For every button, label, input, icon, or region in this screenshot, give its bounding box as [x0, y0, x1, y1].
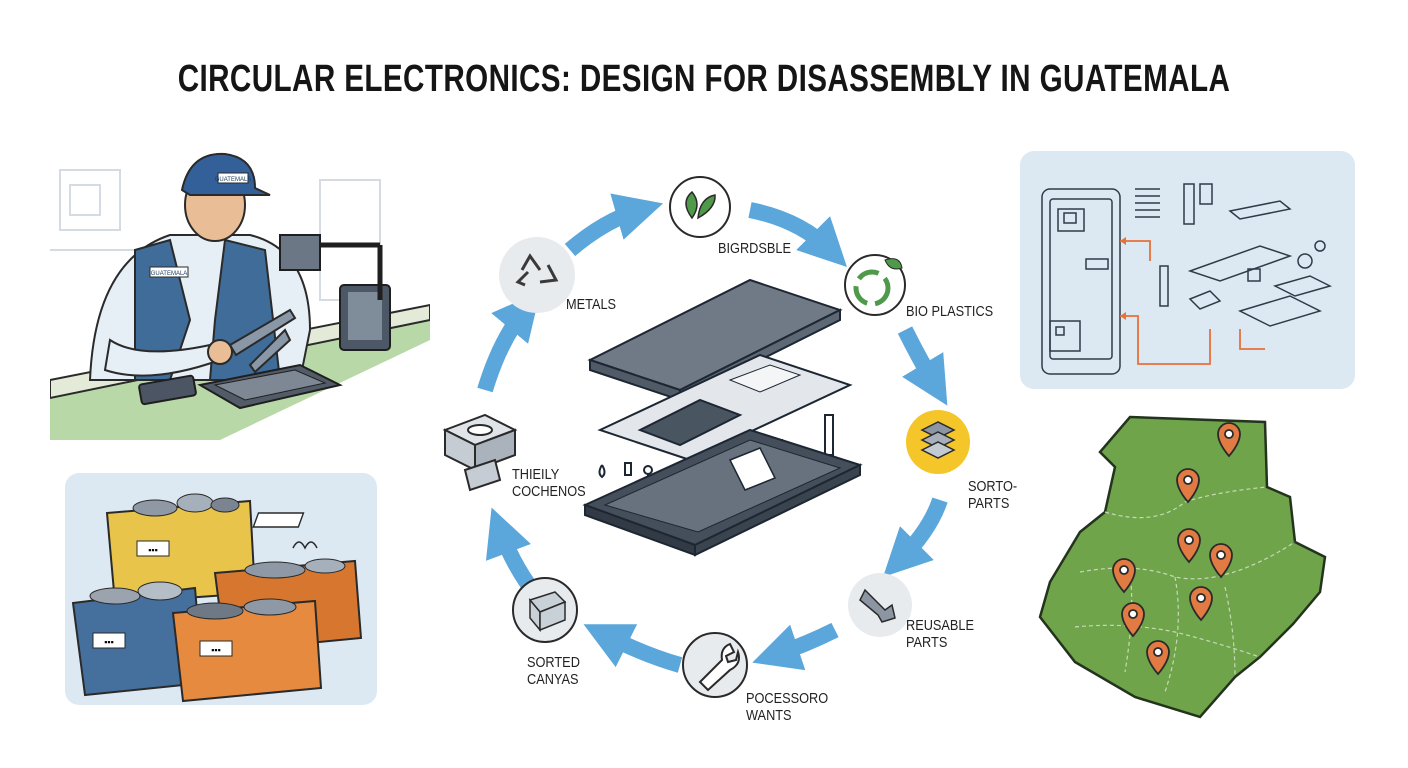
map-pin-6	[1189, 586, 1213, 622]
map-pin-3	[1177, 528, 1201, 564]
page-title: CIRCULAR ELECTRONICS: DESIGN FOR DISASSE…	[177, 58, 1231, 100]
bin-blue: ▪▪▪	[71, 581, 205, 697]
bin-tag-orange: ▪▪▪	[211, 645, 221, 655]
node-sorted-parts	[906, 410, 970, 474]
node-biodegradable	[669, 176, 731, 238]
disassembly-cycle-diagram	[442, 176, 970, 698]
layers-icon	[920, 421, 956, 459]
map-pin-5	[1112, 558, 1136, 594]
label-biodegradable: BIGRDSBLE	[718, 240, 791, 257]
label-sorted-canvas: SORTED CANYAS	[527, 654, 580, 688]
label-metals: METALS	[566, 296, 617, 313]
wrench-icon	[698, 642, 740, 692]
bin-orange: ▪▪▪	[171, 598, 323, 703]
component-icon	[442, 413, 518, 492]
exploded-phone	[582, 278, 863, 557]
label-reusable-parts: REUSABLE PARTS	[906, 617, 975, 651]
tool-icon	[859, 588, 896, 623]
worker-illustration: GUATEMALA GUATEMALA	[50, 152, 430, 440]
map-pin-1	[1217, 422, 1241, 458]
map-pin-7	[1121, 602, 1145, 638]
blueprint-panel	[1020, 151, 1355, 389]
map-pin-2	[1176, 468, 1200, 504]
node-processed-wants	[682, 632, 748, 698]
label-thinly: THIEILY COCHENOS	[512, 466, 586, 500]
node-sorted-canvas	[512, 577, 578, 643]
map-pin-8	[1146, 640, 1170, 676]
label-bio-plastics: BIO PLASTICS	[906, 303, 994, 320]
map-pin-4	[1209, 543, 1233, 579]
node-thinly	[442, 413, 518, 492]
cap-badge-text: GUATEMALA	[215, 177, 252, 183]
sorted-bins-panel: ▪▪▪ ▪▪▪ ▪▪▪	[65, 473, 377, 705]
bin-tag-yellow: ▪▪▪	[148, 545, 158, 555]
node-bio-plastics	[844, 254, 906, 316]
bin-tag-blue: ▪▪▪	[104, 637, 114, 647]
box-icon	[528, 591, 567, 633]
vest-badge-text: GUATEMALA	[151, 271, 188, 277]
recycle-leaf-icon	[853, 258, 903, 307]
label-processed-wants: POCESSORO WANTS	[746, 690, 829, 724]
label-sorted-parts: SORTO- PARTS	[968, 478, 1018, 512]
connector-lines	[1120, 240, 1265, 365]
guatemala-map	[1038, 415, 1327, 719]
node-reusable-parts	[848, 573, 912, 637]
node-metals	[499, 237, 575, 313]
recycle-icon	[515, 253, 559, 287]
leaf-icon	[685, 190, 716, 220]
map-pins	[1112, 422, 1241, 676]
